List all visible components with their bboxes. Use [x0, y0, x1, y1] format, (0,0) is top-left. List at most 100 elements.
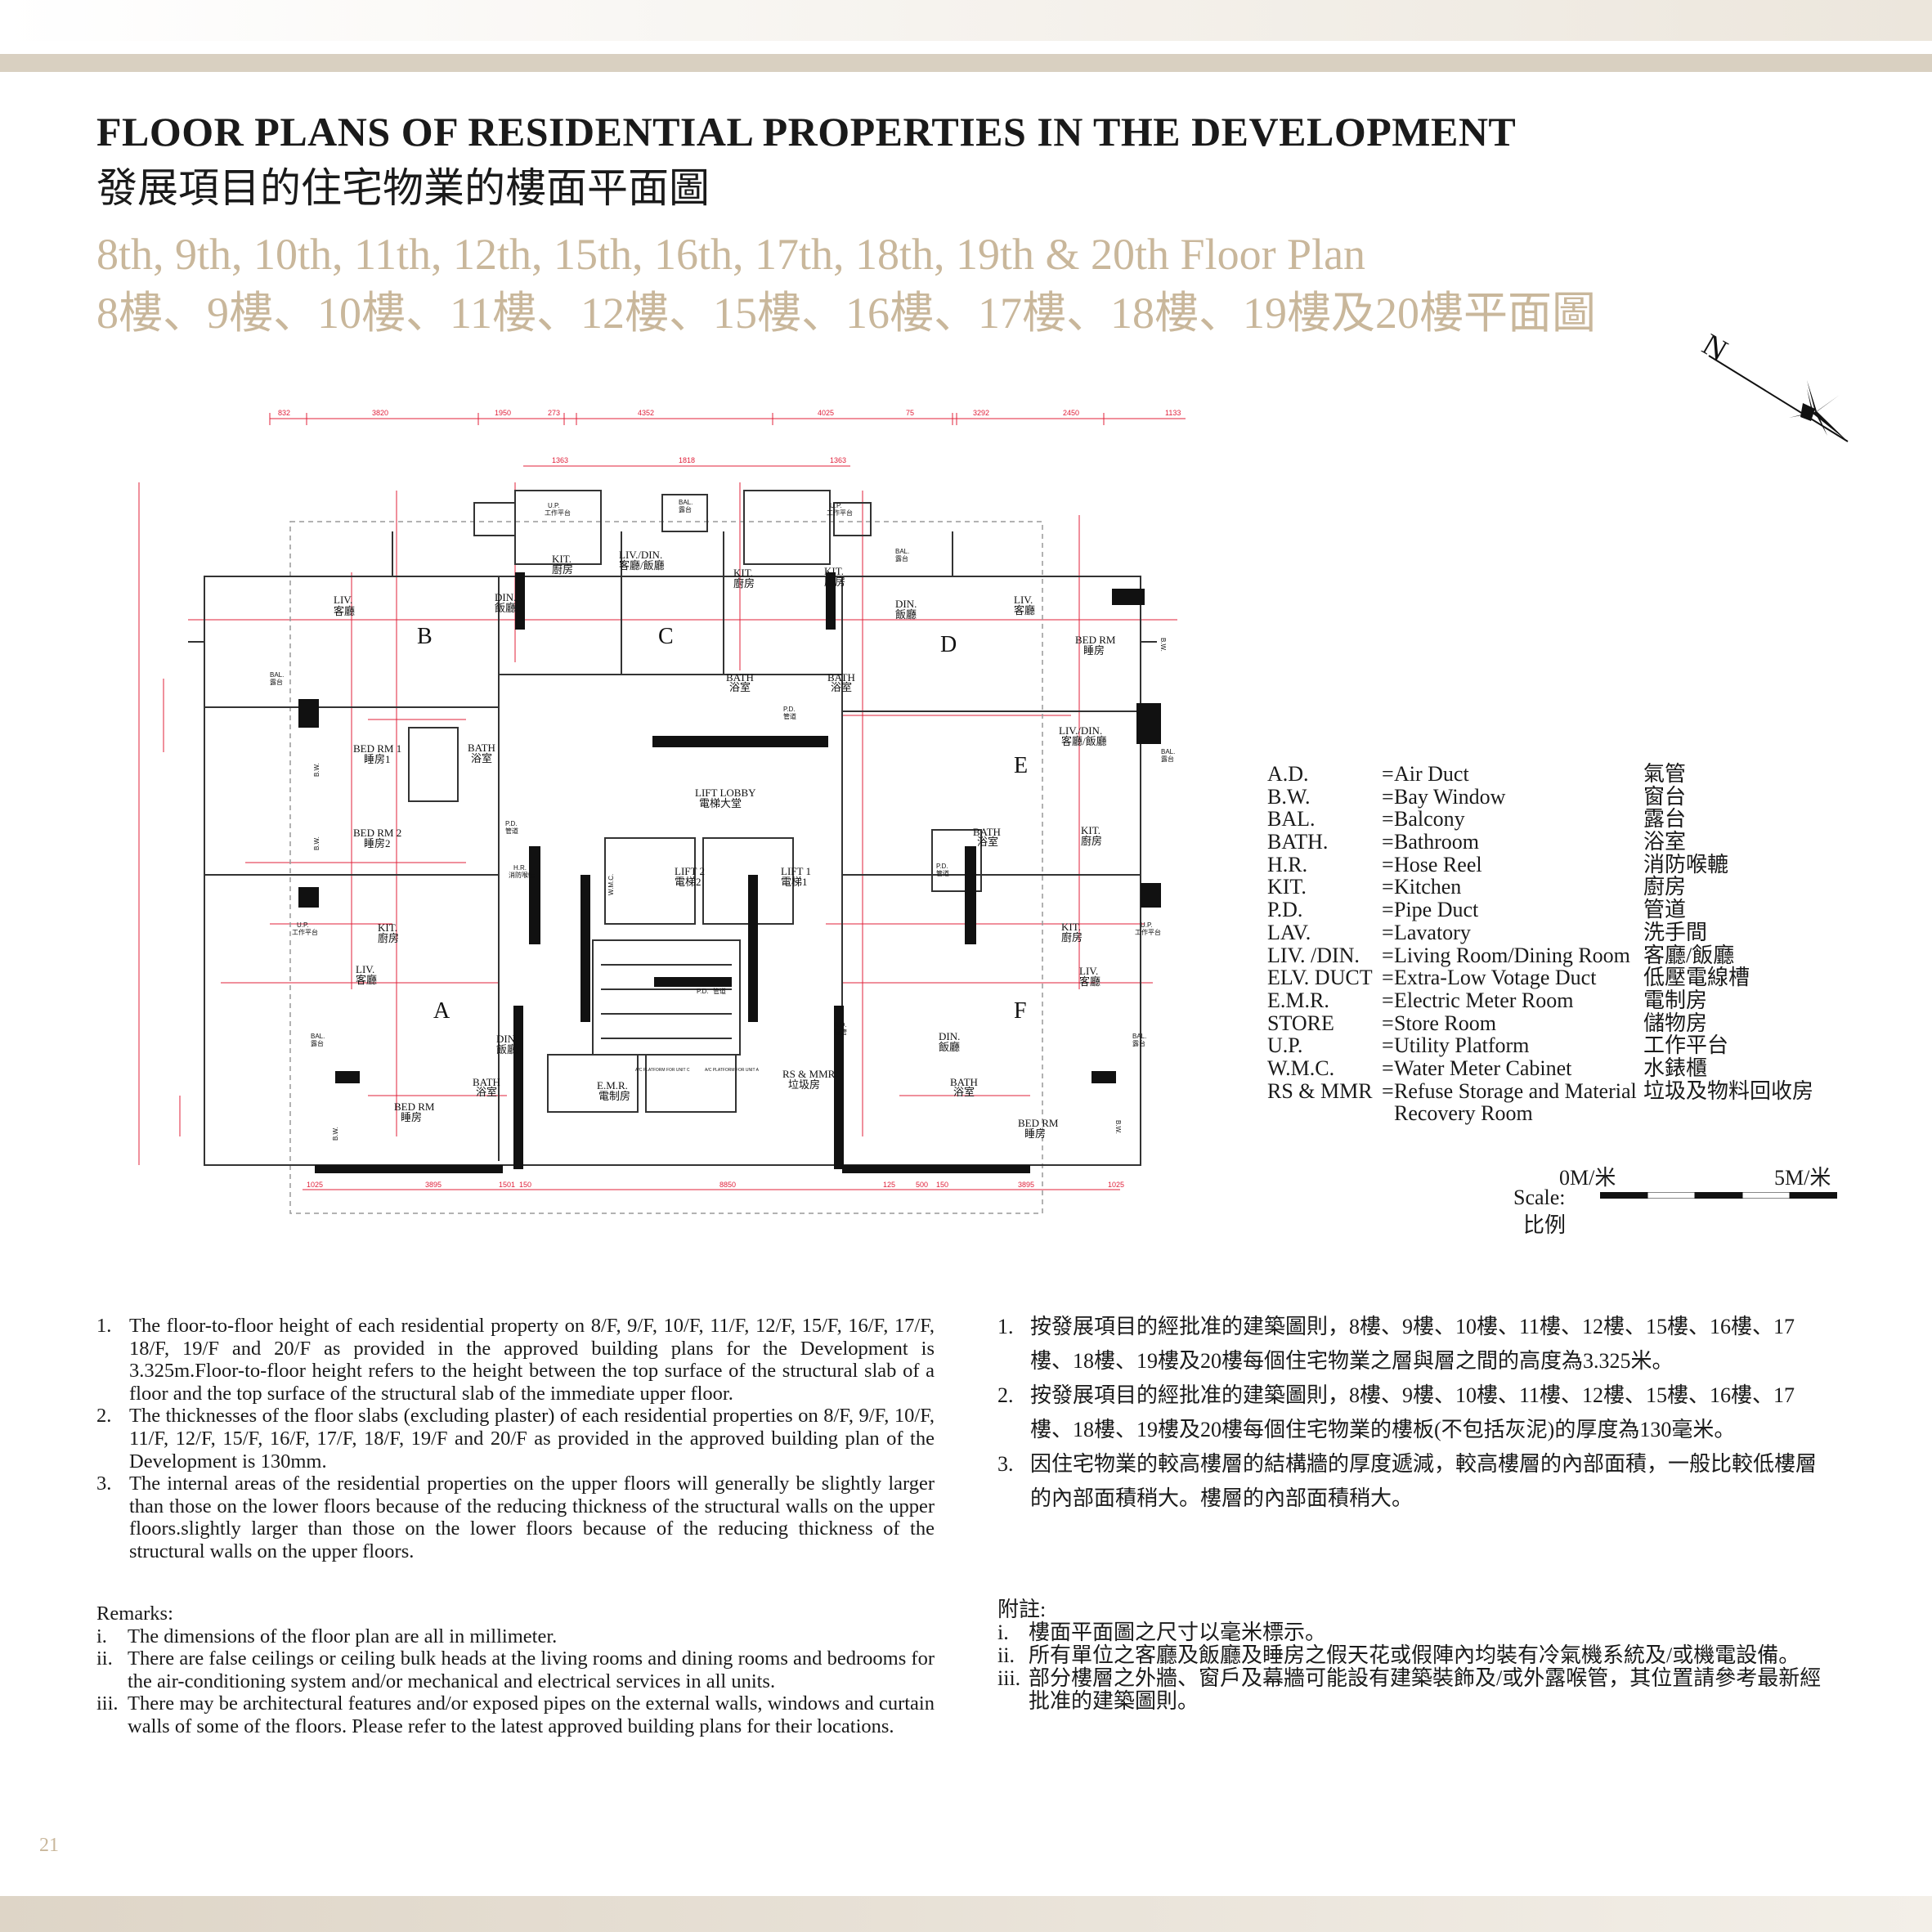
remark-number: ii. — [96, 1647, 113, 1670]
remark-text: The dimensions of the floor plan are all… — [128, 1625, 558, 1647]
room-label: BATH — [973, 826, 1001, 838]
room-label: LIV. — [356, 963, 374, 975]
legend-zh: 垃圾及物料回收房 — [1643, 1078, 1814, 1103]
dim-bottom-1: 1025 — [307, 1181, 323, 1189]
dim-top-9: 2450 — [1063, 409, 1079, 417]
balcony-label-zh: 露台 — [1132, 1039, 1145, 1047]
dim-top-2: 3820 — [372, 409, 388, 417]
note-number: 1. — [96, 1315, 112, 1337]
dim-top-10: 1133 — [1165, 409, 1181, 417]
legend-en: Water Meter Cabinet — [1394, 1056, 1572, 1080]
notes-zh: 1. 按發展項目的經批准的建築圖則，8樓、9樓、10樓、11樓、12樓、15樓、1… — [997, 1310, 1836, 1516]
room-label-zh: 睡房1 — [364, 753, 391, 765]
air-duct-label: A.D. — [834, 1021, 847, 1029]
note-number: 3. — [96, 1473, 112, 1495]
room-label-zh: 浴室 — [471, 752, 492, 764]
balcony-label: BAL. — [1161, 748, 1175, 755]
remark-text: 樓面平面圖之尺寸以毫米標示。 — [1029, 1620, 1327, 1644]
legend-equals: = — [1382, 830, 1394, 854]
dim-bottom-9: 3895 — [1018, 1181, 1034, 1189]
remark-item: iii.There may be architectural features … — [96, 1692, 935, 1737]
dim-bottom-10: 1025 — [1108, 1181, 1124, 1189]
room-label-zh: 電梯2 — [675, 876, 702, 888]
room-label: DIN. — [496, 1033, 518, 1045]
north-arrow-icon: N — [1697, 331, 1849, 442]
legend-en: Living Room/Dining Room — [1394, 943, 1630, 967]
utility-platform-label: U.P. — [297, 921, 309, 929]
remark-item: ii.There are false ceilings or ceiling b… — [96, 1647, 935, 1692]
page-number: 21 — [39, 1835, 59, 1856]
room-label: LIV./DIN. — [1059, 724, 1102, 737]
hose-reel-label: H.R. — [513, 864, 527, 872]
note-number: 1. — [997, 1315, 1014, 1338]
legend-abbr: KIT. — [1267, 875, 1307, 899]
room-label: BATH — [950, 1076, 978, 1088]
room-label-zh: 飯廳 — [496, 1043, 518, 1056]
legend-en: Extra-Low Votage Duct — [1394, 966, 1597, 990]
room-label-zh: 電梯大堂 — [699, 797, 742, 809]
legend-abbr: W.M.C. — [1267, 1056, 1335, 1080]
page-title-zh: 發展項目的住宅物業的樓面平面圖 — [96, 165, 710, 211]
floor-plan-subtitle-en: 8th, 9th, 10th, 11th, 12th, 15th, 16th, … — [96, 230, 1366, 279]
room-label-zh: 廚房 — [733, 577, 755, 589]
bay-window-label: B.W. — [332, 1127, 339, 1141]
room-label: LIV. — [1014, 594, 1033, 606]
unit-letter-c: C — [658, 624, 674, 649]
pipe-duct-label-zh: 管道 — [783, 712, 796, 720]
balcony-label: BAL. — [270, 671, 284, 679]
unit-letter-e: E — [1014, 753, 1028, 778]
remark-item: ii.所有單位之客廳及飯廳及睡房之假天花或假陣內均裝有冷氣機系統及/或機電設備。 — [997, 1644, 1836, 1667]
air-duct-label-zh: 氣管 — [834, 1028, 847, 1036]
room-label-zh: 電梯1 — [781, 876, 808, 888]
legend-abbr: U.P. — [1267, 1033, 1303, 1058]
utility-platform-label-zh: 工作平台 — [292, 928, 318, 936]
room-label-zh: 睡房2 — [364, 837, 391, 849]
legend-zh: 氣管 — [1643, 762, 1687, 786]
room-label-zh: 客廳/飯廳 — [1061, 735, 1107, 747]
legend-abbr: LAV. — [1267, 920, 1311, 944]
hose-reel-label-zh: 消防喉轆 — [509, 871, 535, 879]
room-label: LIV. — [334, 594, 352, 606]
balcony-label-zh: 露台 — [1161, 755, 1174, 763]
room-label: E.M.R. — [597, 1079, 628, 1092]
remark-text: 所有單位之客廳及飯廳及睡房之假天花或假陣內均裝有冷氣機系統及/或機電設備。 — [1029, 1643, 1800, 1667]
pipe-duct-label: P.D. — [783, 706, 796, 713]
note-item: 2.The thicknesses of the floor slabs (ex… — [96, 1405, 935, 1473]
dim-top-6: 4025 — [818, 409, 834, 417]
legend-equals: = — [1382, 1056, 1394, 1080]
room-label-zh: 客廳 — [1079, 975, 1100, 988]
legend-equals: = — [1382, 1033, 1394, 1058]
balcony-label: BAL. — [311, 1033, 325, 1040]
legend-abbr: RS & MMR — [1267, 1078, 1373, 1103]
scale-bar-block: 0M/米 5M/米 Scale: 比例 — [1508, 1161, 1852, 1237]
room-label: LIFT 2 — [675, 865, 705, 877]
legend-equals: = — [1382, 1011, 1394, 1035]
top-band-stripe — [0, 54, 1932, 72]
room-label-zh: 廚房 — [1061, 931, 1083, 944]
room-label: BATH — [827, 671, 855, 684]
room-label: KIT. — [824, 565, 844, 577]
room-label: BATH — [726, 671, 754, 684]
room-label-zh: 浴室 — [476, 1086, 497, 1098]
legend-equals: = — [1382, 966, 1394, 990]
room-label-zh: 廚房 — [552, 563, 573, 576]
legend-zh: 低壓電線槽 — [1643, 966, 1750, 990]
remark-text: There may be architectural features and/… — [128, 1692, 935, 1737]
legend-en: Bay Window — [1394, 784, 1506, 809]
note-text: 按發展項目的經批准的建築圖則，8樓、9樓、10樓、11樓、12樓、15樓、16樓… — [1030, 1383, 1795, 1441]
legend-zh: 水錶櫃 — [1643, 1056, 1708, 1080]
legend-zh: 廚房 — [1643, 875, 1687, 899]
room-label-zh: 客廳 — [1014, 604, 1035, 616]
note-text: 按發展項目的經批准的建築圖則，8樓、9樓、10樓、11樓、12樓、15樓、16樓… — [1030, 1315, 1795, 1373]
room-label-zh: 客廳 — [334, 605, 355, 617]
legend-zh: 消防喉轆 — [1643, 852, 1729, 876]
balcony-label-zh: 露台 — [679, 505, 692, 513]
dim-bottom-2: 3895 — [425, 1181, 442, 1189]
note-number: 2. — [997, 1383, 1014, 1407]
